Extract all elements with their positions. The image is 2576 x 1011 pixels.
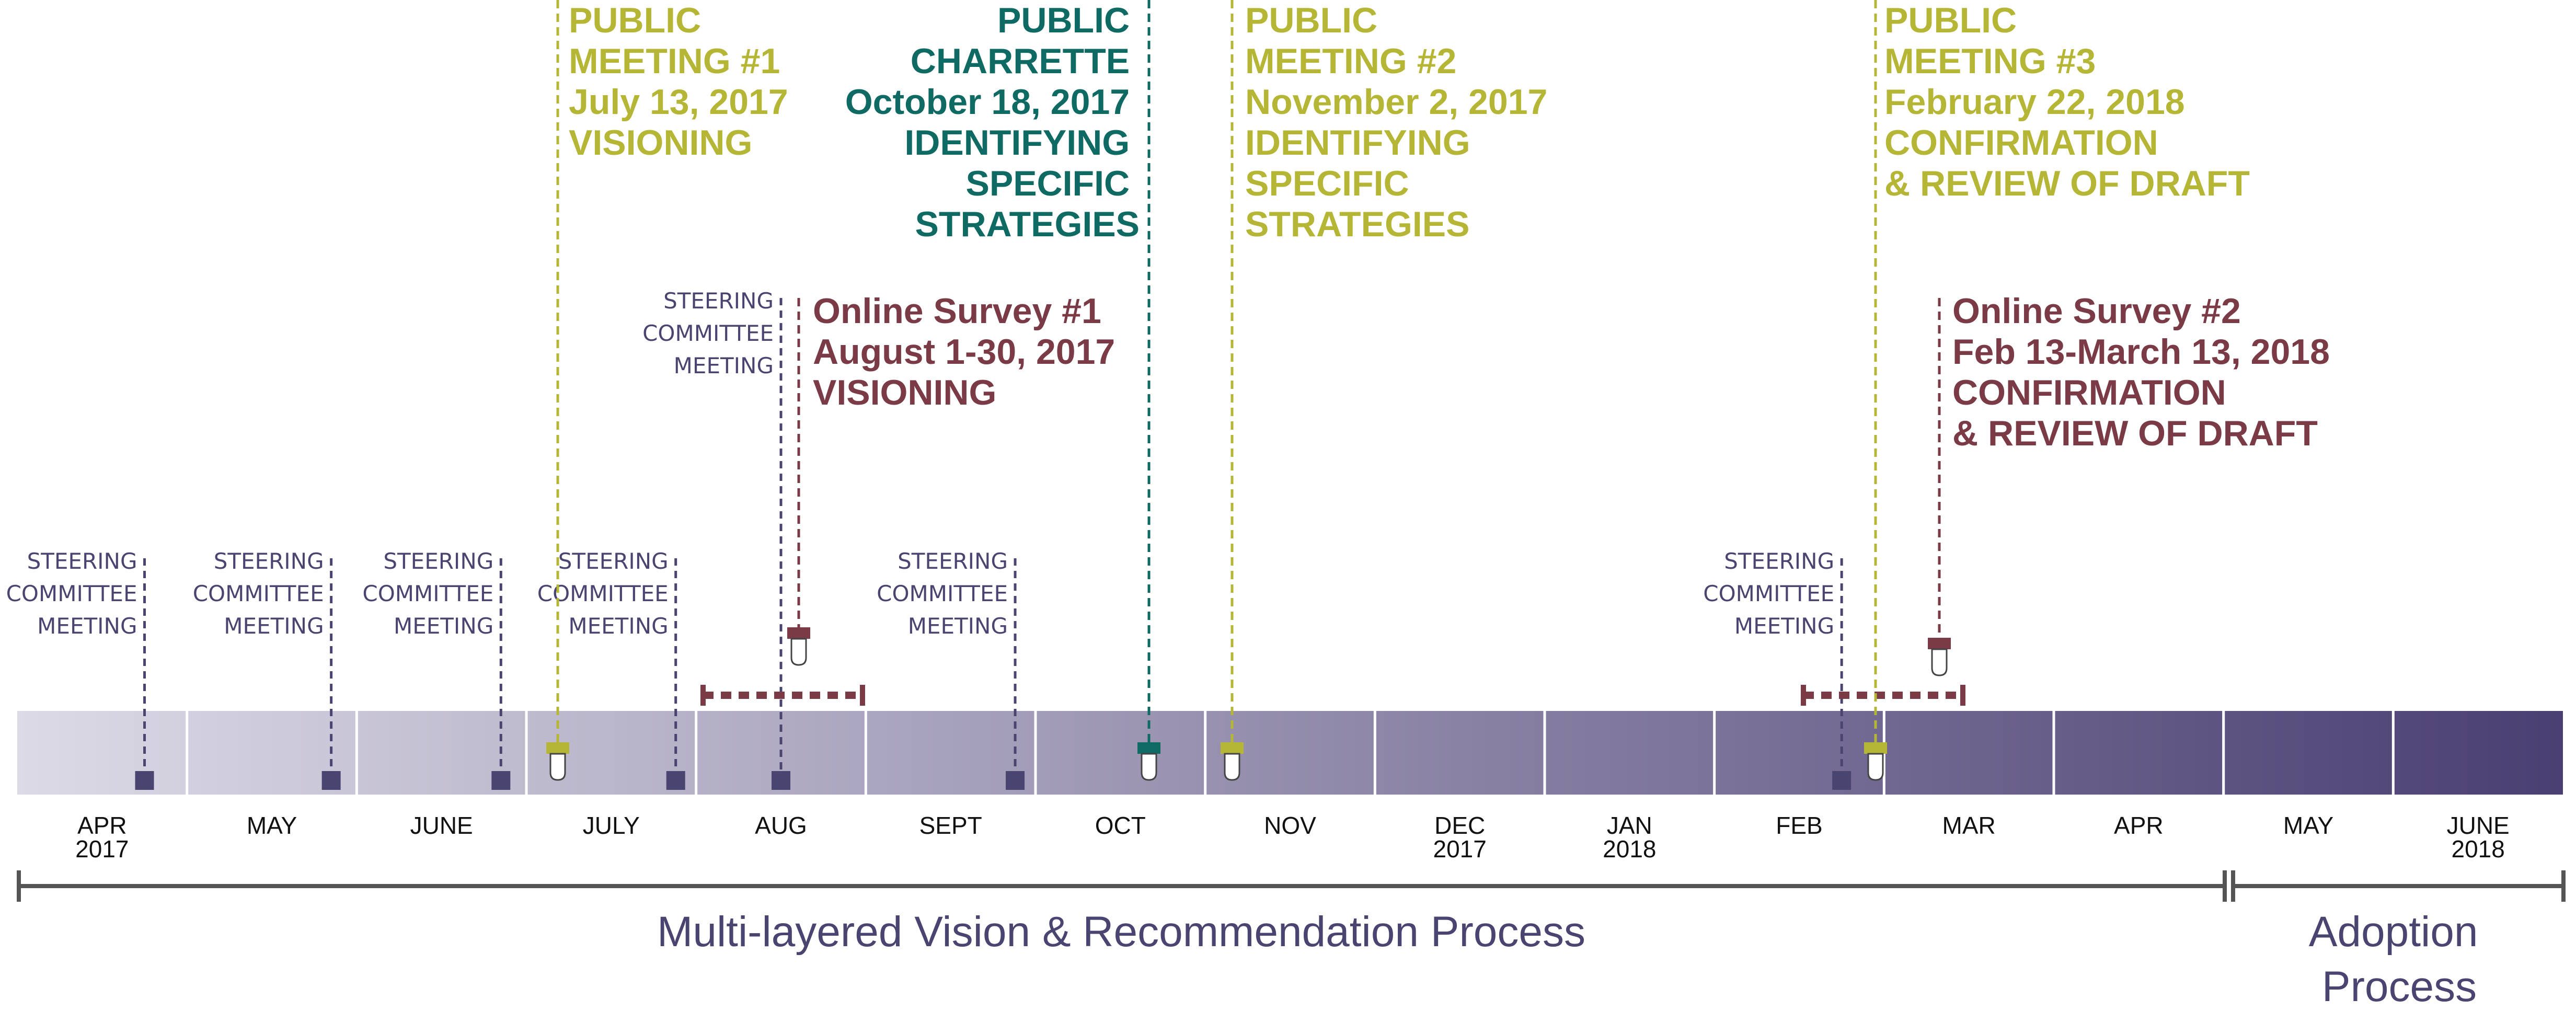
month-label: NOV xyxy=(1264,812,1316,839)
survey2-line: Feb 13-March 13, 2018 xyxy=(1952,332,2330,372)
month-label: FEB xyxy=(1776,812,1822,839)
month-label: OCT xyxy=(1095,812,1146,839)
pm2-line: November 2, 2017 xyxy=(1245,82,1547,122)
hand-marker-pm2 xyxy=(1221,742,1244,781)
adoption-line: Process xyxy=(2322,963,2477,1010)
survey1-line: August 1-30, 2017 xyxy=(813,332,1115,372)
month-label: AUG xyxy=(755,812,807,839)
steering-meeting-marker xyxy=(321,771,341,790)
online-survey-1-label: Online Survey #1 August 1-30, 2017 VISIO… xyxy=(813,291,1125,412)
month-label: JUNE xyxy=(410,812,473,839)
steering-meeting-marker xyxy=(135,771,154,790)
public-meeting-3-label: PUBLIC MEETING #3 February 22, 2018 CONF… xyxy=(1884,1,2250,203)
month-label: JULY xyxy=(583,812,640,839)
month-label: APR xyxy=(2114,812,2164,839)
hand-marker-pm3 xyxy=(1864,742,1887,781)
phase-bracket-adoption xyxy=(2231,870,2566,902)
charrette-line: SPECIFIC xyxy=(965,164,1130,203)
pm2-line: STRATEGIES xyxy=(1245,204,1469,244)
pm2-line: SPECIFIC xyxy=(1245,164,1409,203)
steering-meeting-marker xyxy=(772,771,790,790)
pm3-line: PUBLIC xyxy=(1884,1,2017,40)
public-meeting-1-label: PUBLIC MEETING #1 July 13, 2017 VISIONIN… xyxy=(569,1,798,163)
charrette-line: CHARRETTE xyxy=(911,41,1130,81)
month-label: MAR xyxy=(1942,812,1996,839)
pm1-line: MEETING #1 xyxy=(569,41,780,81)
steering-meeting-marker xyxy=(491,771,511,790)
pm2-line: PUBLIC xyxy=(1245,1,1377,40)
hand-marker-survey2 xyxy=(1928,638,1951,676)
steering-meeting-marker xyxy=(1832,771,1852,790)
timeline-bar xyxy=(17,711,2563,795)
month-dividers xyxy=(186,711,2395,795)
pm2-line: MEETING #2 xyxy=(1245,41,1456,81)
survey1-line: Online Survey #1 xyxy=(813,291,1101,331)
survey1-line: VISIONING xyxy=(813,373,996,412)
survey-1-range xyxy=(700,298,865,706)
month-label: SEPT xyxy=(919,812,982,839)
pm3-line: MEETING #3 xyxy=(1884,41,2096,81)
pm3-line: & REVIEW OF DRAFT xyxy=(1884,164,2250,203)
pm2-line: IDENTIFYING xyxy=(1245,123,1470,163)
steering-meeting-marker xyxy=(1006,771,1025,790)
pm1-line: VISIONING xyxy=(569,123,752,163)
public-charrette-label: PUBLIC CHARRETTE October 18, 2017 IDENTI… xyxy=(845,1,1140,244)
month-label: MAY xyxy=(2283,812,2333,839)
hand-marker-survey1 xyxy=(787,627,810,666)
pm1-line: July 13, 2017 xyxy=(569,82,788,122)
charrette-line: STRATEGIES xyxy=(915,204,1140,244)
survey2-line: Online Survey #2 xyxy=(1952,291,2241,331)
phase-bracket-vision xyxy=(17,870,2227,902)
charrette-line: IDENTIFYING xyxy=(904,123,1130,163)
adoption-line: Adoption xyxy=(2309,908,2478,956)
hand-marker-charrette xyxy=(1137,742,1160,781)
online-survey-2-label: Online Survey #2 Feb 13-March 13, 2018 C… xyxy=(1952,291,2340,453)
pm1-line: PUBLIC xyxy=(569,1,701,40)
pm3-line: February 22, 2018 xyxy=(1884,82,2185,122)
hand-marker-pm1 xyxy=(546,742,569,781)
charrette-line: PUBLIC xyxy=(997,1,1130,40)
public-meeting-lines xyxy=(556,0,1877,753)
survey-2-range xyxy=(1801,298,1965,706)
phase-label-vision: Multi-layered Vision & Recommendation Pr… xyxy=(657,908,1585,956)
pm3-line: CONFIRMATION xyxy=(1884,123,2158,163)
phase-label-adoption: Adoption Process xyxy=(2309,908,2490,1010)
public-meeting-2-label: PUBLIC MEETING #2 November 2, 2017 IDENT… xyxy=(1245,1,1557,244)
charrette-line: October 18, 2017 xyxy=(845,82,1130,122)
survey2-line: CONFIRMATION xyxy=(1952,373,2226,412)
survey2-line: & REVIEW OF DRAFT xyxy=(1952,413,2318,453)
month-label: MAY xyxy=(247,812,297,839)
steering-meeting-marker xyxy=(666,771,685,790)
